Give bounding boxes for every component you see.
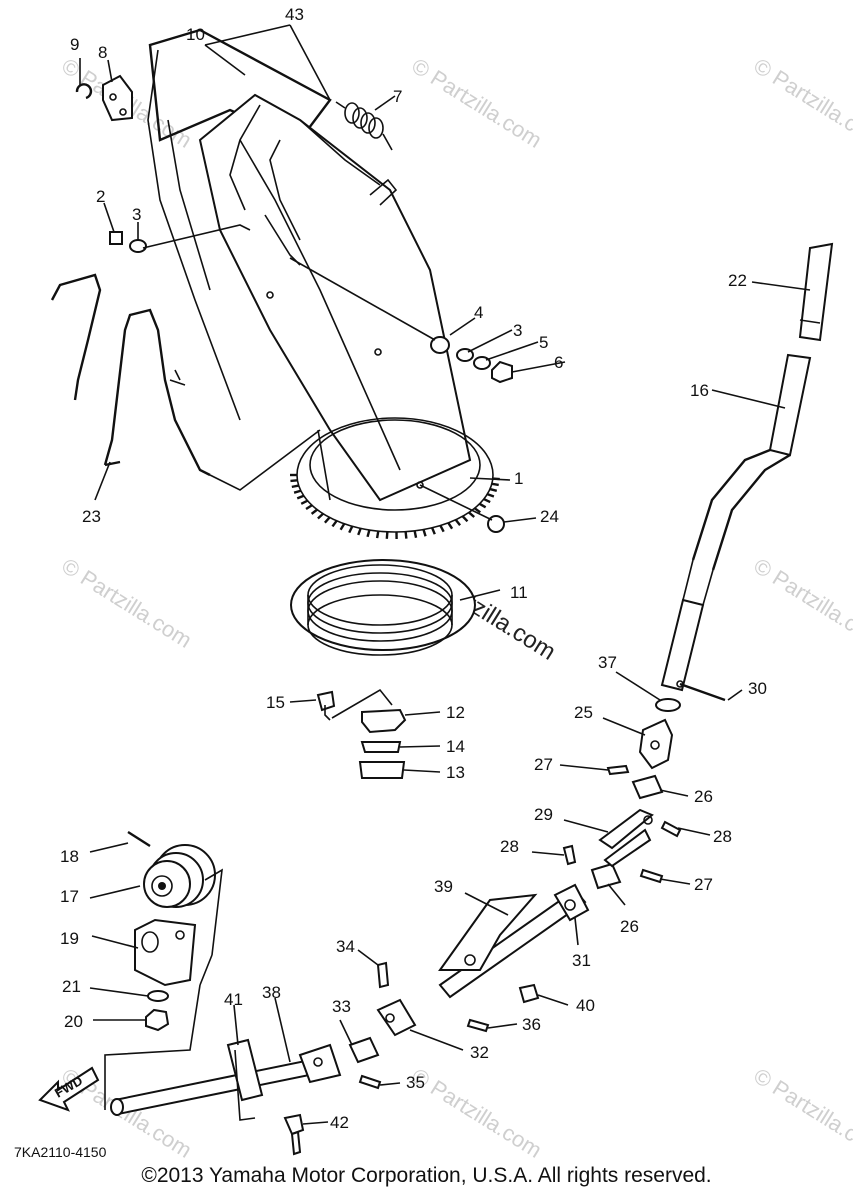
gear-tooth [404,531,408,539]
gear-tooth [331,520,338,528]
part-label-5: 5 [539,333,548,352]
gear-tooth [422,529,427,537]
part-label-14: 14 [446,737,465,756]
part-label-3: 3 [513,321,522,340]
part-label-22: 22 [728,271,747,290]
part-label-7: 7 [393,87,402,106]
part-label-18: 18 [60,847,79,866]
pulley-assembly [104,830,223,1110]
copyright-notice: ©2013 Yamaha Motor Corporation, U.S.A. A… [141,1164,712,1187]
part-label-21: 21 [62,977,81,996]
gear-tooth [454,518,462,526]
gear-tooth [305,504,313,511]
watermark: © Partzilla.com [57,553,196,653]
chute-assembly [50,28,513,540]
gear-tooth [447,522,454,530]
part-label-6: 6 [554,353,563,372]
gear-tooth [489,487,498,492]
gear-tooth [317,512,324,520]
gear-tooth [413,530,418,538]
part-label-4: 4 [474,303,483,322]
gear-tooth [296,494,305,500]
part-label-40: 40 [576,996,595,1015]
part-label-28: 28 [500,837,519,856]
leader-lines [79,24,811,1125]
part-label-24: 24 [540,507,559,526]
retainer-parts [316,688,407,779]
part-label-42: 42 [330,1113,349,1132]
part-label-31: 31 [572,951,591,970]
part-label-33: 33 [332,997,351,1016]
spring [335,101,393,151]
part-label-27: 27 [694,875,713,894]
gear-tooth [483,497,491,504]
part-label-19: 19 [60,929,79,948]
part-label-25: 25 [574,703,593,722]
part-label-38: 38 [262,983,281,1002]
part-label-12: 12 [446,703,465,722]
part-label-43: 43 [285,5,304,24]
part-label-39: 39 [434,877,453,896]
gear-tooth [357,527,362,536]
part-label-13: 13 [446,763,465,782]
part-label-35: 35 [406,1073,425,1092]
part-label-41: 41 [224,990,243,1009]
gear-tooth [348,525,354,534]
gear-tooth [468,511,476,518]
watermark: © Partzilla.com [749,1063,853,1163]
support-ring [290,559,476,656]
gear-tooth [290,479,298,483]
gear-tooth [439,524,445,533]
control-rod-assembly [348,242,834,1090]
part-label-8: 8 [98,43,107,62]
part-label-34: 34 [336,937,355,956]
watermark: © Partzilla.com [407,53,546,153]
gear-tooth [375,530,380,539]
part-label-9: 9 [70,35,79,54]
part-label-28: 28 [713,827,732,846]
gear-tooth [461,515,469,523]
part-label-29: 29 [534,805,553,824]
watermark: © Partzilla.com [749,553,853,653]
gear-tooth [293,489,302,494]
part-label-23: 23 [82,507,101,526]
watermark: © Partzilla.com [749,53,853,153]
gear-tooth [473,507,481,514]
gear-tooth [339,523,346,531]
gear-tooth [491,482,499,487]
lower-shaft-assembly: FWD [38,1038,342,1156]
part-label-26: 26 [694,787,713,806]
gear-tooth [431,527,436,535]
part-label-3: 3 [132,205,141,224]
gear-tooth [323,516,331,524]
gear-teeth [290,473,500,540]
gear-tooth [385,531,389,539]
part-label-27: 27 [534,755,553,774]
part-label-26: 26 [620,917,639,936]
part-label-1: 1 [514,469,523,488]
gear-tooth [291,484,299,489]
part-label-36: 36 [522,1015,541,1034]
part-label-20: 20 [64,1012,83,1031]
gear-tooth [310,508,318,515]
part-label-2: 2 [96,187,105,206]
gear-tooth [486,493,495,498]
part-label-17: 17 [60,887,79,906]
part-label-16: 16 [690,381,709,400]
gear-tooth [366,529,371,538]
gear-tooth [478,502,487,509]
part-label-37: 37 [598,653,617,672]
gear-tooth [300,499,309,505]
diagram-code: 7KA2110-4150 [14,1144,107,1160]
part-label-30: 30 [748,679,767,698]
part-label-10: 10 [186,25,205,44]
watermark: © Partzilla.com [407,1063,546,1163]
part-label-32: 32 [470,1043,489,1062]
part-label-11: 11 [510,583,528,602]
part-label-15: 15 [266,693,285,712]
